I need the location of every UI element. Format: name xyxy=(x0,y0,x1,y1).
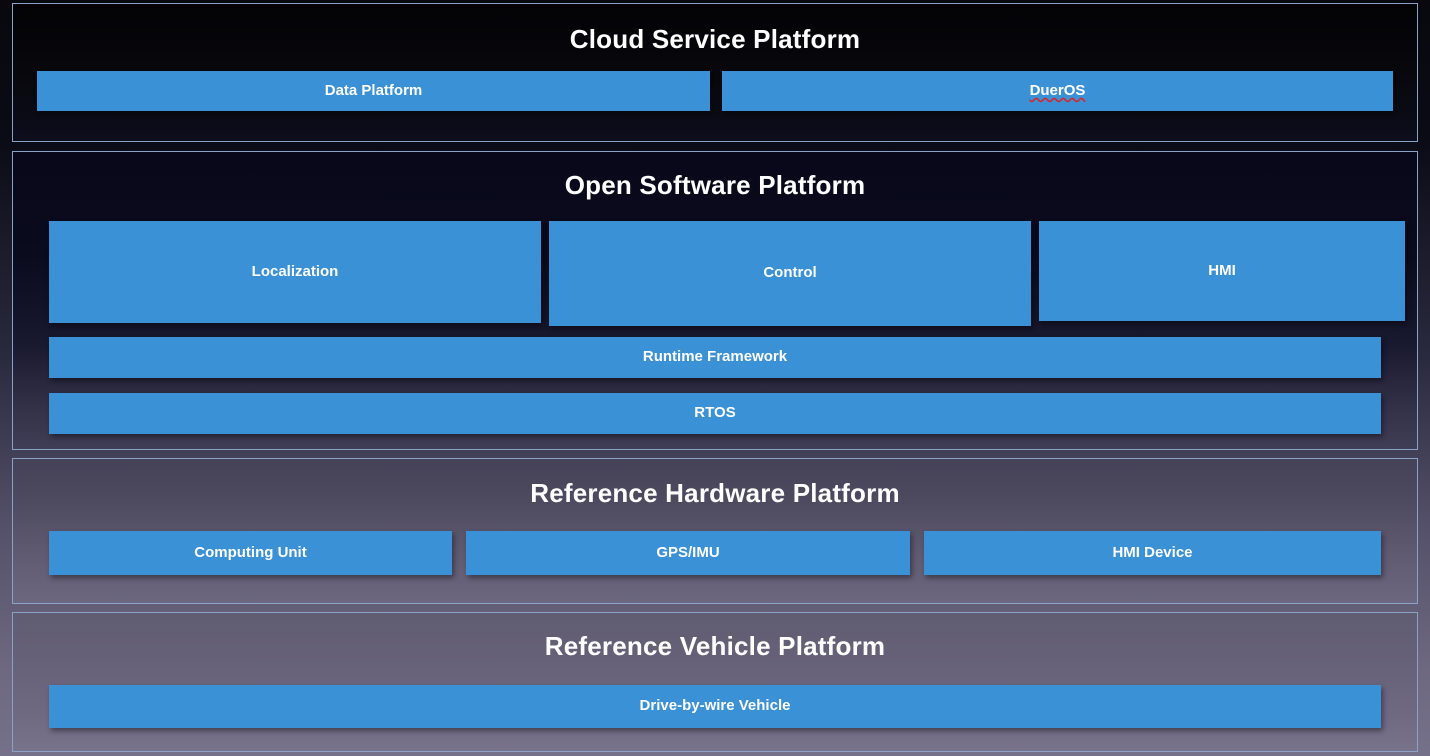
box-row-software-modules: Localization Control HMI xyxy=(13,221,1417,327)
box-data-platform[interactable]: Data Platform xyxy=(37,71,710,111)
box-dueros-label: DuerOS xyxy=(1029,81,1086,99)
box-drive-by-wire-vehicle[interactable]: Drive-by-wire Vehicle xyxy=(49,685,1381,728)
box-dueros[interactable]: DuerOS xyxy=(722,71,1393,111)
layer-open-software-platform: Open Software Platform Localization Cont… xyxy=(12,151,1418,450)
layer-title-cloud-service-platform: Cloud Service Platform xyxy=(569,24,861,54)
box-row-vehicle: Drive-by-wire Vehicle xyxy=(13,685,1417,728)
layer-cloud-service-platform: Cloud Service Platform Data Platform Due… xyxy=(12,3,1418,142)
layer-title-reference-hardware-platform: Reference Hardware Platform xyxy=(530,478,900,508)
layer-reference-hardware-platform: Reference Hardware Platform Computing Un… xyxy=(12,458,1418,604)
box-gps-imu[interactable]: GPS/IMU xyxy=(466,531,910,575)
box-row-rtos: RTOS xyxy=(13,393,1417,434)
layer-reference-vehicle-platform: Reference Vehicle Platform Drive-by-wire… xyxy=(12,612,1418,752)
box-row-hardware: Computing Unit GPS/IMU HMI Device xyxy=(13,531,1417,575)
box-runtime-framework[interactable]: Runtime Framework xyxy=(49,337,1381,378)
box-hmi[interactable]: HMI xyxy=(1039,221,1405,321)
box-localization[interactable]: Localization xyxy=(49,221,541,323)
box-rtos[interactable]: RTOS xyxy=(49,393,1381,434)
box-hmi-device[interactable]: HMI Device xyxy=(924,531,1381,575)
box-row-cloud: Data Platform DuerOS xyxy=(13,71,1417,111)
box-computing-unit[interactable]: Computing Unit xyxy=(49,531,452,575)
layer-title-reference-vehicle-platform: Reference Vehicle Platform xyxy=(544,631,886,661)
layer-title-open-software-platform: Open Software Platform xyxy=(564,170,866,200)
box-row-runtime-framework: Runtime Framework xyxy=(13,337,1417,378)
box-control[interactable]: Control xyxy=(549,221,1031,326)
